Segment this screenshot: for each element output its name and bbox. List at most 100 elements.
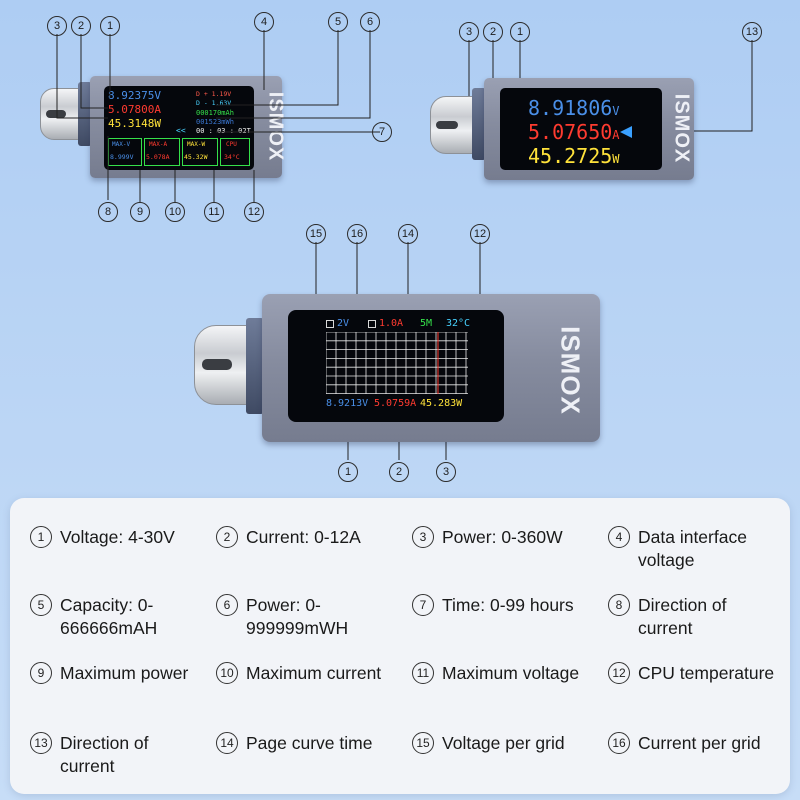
legend-number: 7 <box>412 594 434 616</box>
voltage-grid-checkbox-icon <box>326 320 334 328</box>
legend-number: 6 <box>216 594 238 616</box>
device-screen: 8.92375V 5.07800A 45.3148W << D + 1.19V … <box>104 86 254 170</box>
legend-number: 14 <box>216 732 238 754</box>
callout-number: 12 <box>470 224 490 244</box>
max-current-value: 5.078A <box>146 153 170 161</box>
legend-text: Voltage: 4-30V <box>60 527 175 547</box>
voltage-reading: 8.92375V <box>108 89 161 102</box>
legend-number: 3 <box>412 526 434 548</box>
plug-collar <box>246 318 264 414</box>
power-reading: 45.283W <box>420 398 463 409</box>
legend-number: 2 <box>216 526 238 548</box>
callout-number: 15 <box>306 224 326 244</box>
legend-text: CPU temperature <box>638 663 775 683</box>
cpu-temperature: 32°C <box>446 318 471 329</box>
legend-text: Maximum voltage <box>442 663 580 683</box>
callout-number: 9 <box>130 202 150 222</box>
cpu-temp-value: 34°C <box>224 153 240 161</box>
legend-text: Maximum current <box>246 663 382 683</box>
callout-number: 6 <box>360 12 380 32</box>
callout-number: 2 <box>389 462 409 482</box>
elapsed-time: 00 : 03 : 02T <box>196 127 251 135</box>
callout-number: 4 <box>254 12 274 32</box>
callout-number: 12 <box>244 202 264 222</box>
legend-panel: 1 Voltage: 4-30V 2 Current: 0-12A 3 Powe… <box>10 498 790 794</box>
legend-number: 15 <box>412 732 434 754</box>
voltage-reading: 8.9213V <box>326 398 369 409</box>
callout-number: 11 <box>204 202 224 222</box>
plug-collar <box>472 88 486 160</box>
callout-number: 14 <box>398 224 418 244</box>
max-voltage-label: MAX-V <box>112 141 131 148</box>
voltage-unit: V <box>612 104 620 118</box>
current-direction-arrows: << <box>176 126 186 135</box>
callout-number: 7 <box>372 122 392 142</box>
current-value: 5.07650 <box>528 120 613 144</box>
callout-number: 1 <box>338 462 358 482</box>
callout-number: 2 <box>483 22 503 42</box>
callout-number: 3 <box>436 462 456 482</box>
callout-number: 1 <box>510 22 530 42</box>
max-power-box <box>182 138 218 166</box>
legend-text: Current per grid <box>638 733 761 753</box>
callout-number: 2 <box>71 16 91 36</box>
usb-c-port-slot <box>436 121 458 129</box>
legend-text: Data interface voltage <box>638 527 747 570</box>
power-unit: W <box>612 152 620 166</box>
voltage-reading: 8.91806V <box>528 96 620 120</box>
usb-tester-device-curve-screen: 2V 1.0A 5M 32°C 8.9213V 5. <box>194 294 600 442</box>
callout-number: 8 <box>98 202 118 222</box>
usb-tester-device-simple-screen: 8.91806V 5.07650A 45.2725W ISMOX <box>400 0 800 230</box>
legend-text: Direction of current <box>60 733 149 776</box>
legend-text: Power: 0-999999mWH <box>246 595 349 638</box>
legend-text: Capacity: 0-666666mAH <box>60 595 158 638</box>
voltage-per-grid: 2V <box>337 318 350 329</box>
max-power-value: 45.32W <box>184 153 208 161</box>
usb-c-port-slot <box>46 110 66 118</box>
legend-text: Direction of current <box>638 595 727 638</box>
callout-number: 3 <box>47 16 67 36</box>
current-grid-checkbox-icon <box>368 320 376 328</box>
voltage-value: 8.91806 <box>528 96 613 120</box>
current-reading: 5.07650A <box>528 120 620 144</box>
max-power-label: MAX-W <box>187 141 206 148</box>
legend-number: 1 <box>30 526 52 548</box>
callout-number: 3 <box>459 22 479 42</box>
legend-number: 4 <box>608 526 630 548</box>
device-screen: 8.91806V 5.07650A 45.2725W <box>500 88 662 170</box>
d-plus-voltage: D + 1.19V <box>196 90 232 98</box>
legend-number: 13 <box>30 732 52 754</box>
legend-number: 9 <box>30 662 52 684</box>
legend-text: Page curve time <box>246 733 373 753</box>
cpu-temp-label: CPU <box>226 141 237 148</box>
max-current-box <box>144 138 180 166</box>
d-minus-voltage: D - 1.63V <box>196 99 232 107</box>
curve-grid <box>326 332 468 394</box>
legend-text: Voltage per grid <box>442 733 565 753</box>
power-value: 45.2725 <box>528 144 613 168</box>
current-reading: 5.0759A <box>374 398 417 409</box>
energy-reading: 001523mWh <box>196 118 234 126</box>
power-reading: 45.2725W <box>528 144 620 168</box>
legend-number: 12 <box>608 662 630 684</box>
legend-text: Current: 0-12A <box>246 527 361 547</box>
legend-text: Time: 0-99 hours <box>442 595 574 615</box>
callout-number: 5 <box>328 12 348 32</box>
max-voltage-value: 8.999V <box>110 153 134 161</box>
legend-number: 11 <box>412 662 434 684</box>
callout-number: 10 <box>165 202 185 222</box>
usb-c-port-slot <box>202 359 232 370</box>
page-curve-time: 5M <box>420 318 433 329</box>
current-per-grid: 1.0A <box>379 318 404 329</box>
legend-number: 5 <box>30 594 52 616</box>
legend-text: Maximum power <box>60 663 189 683</box>
cpu-temp-box <box>220 138 250 166</box>
max-current-label: MAX-A <box>149 141 168 148</box>
callout-number: 1 <box>100 16 120 36</box>
legend-number: 10 <box>216 662 238 684</box>
legend-text: Power: 0-360W <box>442 527 563 547</box>
callout-number: 16 <box>347 224 367 244</box>
device-screen: 2V 1.0A 5M 32°C 8.9213V 5. <box>288 310 504 422</box>
power-reading: 45.3148W <box>108 117 161 130</box>
legend-number: 8 <box>608 594 630 616</box>
